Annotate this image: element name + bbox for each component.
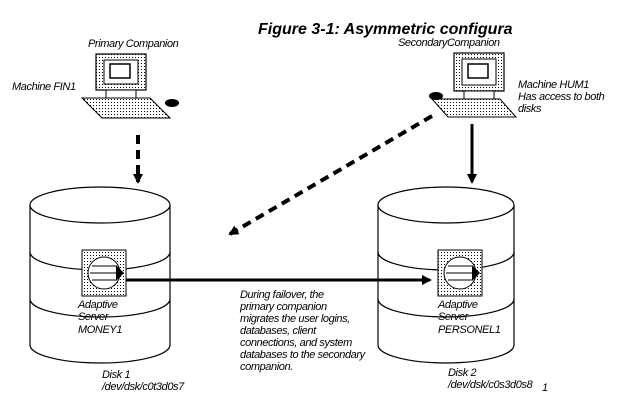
secondary-machine-label-1: Machine HUM1 xyxy=(518,79,589,91)
primary-computer-icon xyxy=(80,53,179,119)
disk2-label-1: Disk 2 xyxy=(448,367,476,379)
failover-note-line-2: primary companion xyxy=(239,301,327,313)
secondary-to-disk1-dashed-arrow xyxy=(228,114,434,236)
primary-companion-label: Primary Companion xyxy=(88,38,179,50)
secondary-companion-label: SecondaryCompanion xyxy=(398,37,500,49)
disk1-label-2: /dev/dsk/c0t3d0s7 xyxy=(101,381,185,393)
disk2-server-label-2: Server xyxy=(438,311,470,323)
secondary-machine-label-2: Has access to both xyxy=(518,91,605,103)
disk1-server-label-2: Server xyxy=(78,311,110,323)
primary-machine-label: Machine FIN1 xyxy=(12,81,76,93)
failover-note-line-4: databases, client xyxy=(240,325,317,337)
page-mark: 1 xyxy=(542,382,548,394)
failover-note-line-5: connections, and system xyxy=(240,337,352,349)
failover-note-line-6: databases to the secondary xyxy=(240,349,367,361)
disk2-server-label-1: Adaptive xyxy=(437,299,478,311)
figure-title: Figure 3-1: Asymmetric configura xyxy=(258,21,513,38)
disk1-server-label-1: Adaptive xyxy=(77,299,118,311)
disk2-server-icon xyxy=(437,249,483,297)
disk2-label-2: /dev/dsk/c0s3d0s8 xyxy=(447,379,534,391)
failover-note-line-3: migrates the user logins, xyxy=(240,313,350,325)
failover-note-line-7: companion. xyxy=(240,361,293,373)
failover-note-line-1: During failover, the xyxy=(240,289,324,301)
disk1-label-1: Disk 1 xyxy=(102,369,130,381)
secondary-machine-label-3: disks xyxy=(518,103,542,115)
secondary-computer-icon xyxy=(429,52,518,118)
disk2-server-label-3: PERSONEL1 xyxy=(438,324,501,336)
disk1-server-icon xyxy=(81,249,127,297)
disk1-server-label-3: MONEY1 xyxy=(78,324,122,336)
